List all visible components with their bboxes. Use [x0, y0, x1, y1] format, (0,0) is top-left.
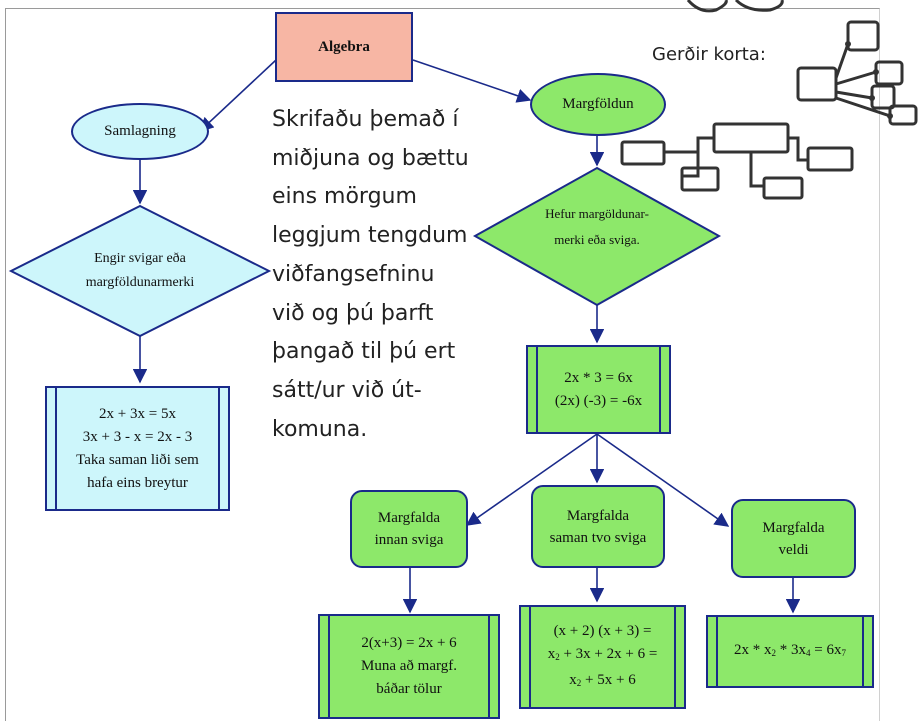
- map-types-illustration: [620, 0, 918, 200]
- margfalda-saman-line2: saman tvo sviga: [549, 529, 647, 546]
- diamond-left-line2: margföldunarmerki: [85, 275, 195, 290]
- edge-algebra-samlagning: [198, 59, 277, 132]
- instruction-line-1: Skrifaðu þemað í: [272, 107, 459, 132]
- saman-example-3-rest: + 5x + 6: [581, 671, 636, 688]
- innan-example-1: 2(x+3) = 2x + 6: [361, 635, 457, 651]
- instruction-line-6: við og þú þarft: [272, 300, 434, 326]
- margfalda-veldi-node: Margfalda veldi: [731, 499, 856, 578]
- edge-multbox-innan: [465, 433, 598, 526]
- instruction-line-5: viðfangsefninu: [272, 261, 435, 287]
- diamond-left-line1: Engir svigar eða: [94, 251, 186, 266]
- diamond-left-label: Engir svigar eða margföldunarmerki: [40, 247, 240, 295]
- edge-algebra-margfoldun: [412, 59, 532, 103]
- margfalda-innan-line2: innan sviga: [374, 532, 444, 548]
- addition-example-2: 3x + 3 - x = 2x - 3: [82, 428, 193, 445]
- veldi-example-b: * 3x: [776, 641, 807, 658]
- diamond-right-line1: Hefur margöldunar-: [545, 206, 649, 221]
- addition-example-1: 2x + 3x = 5x: [99, 405, 176, 422]
- canvas-border: [5, 8, 880, 721]
- map-type-dots: [845, 41, 893, 119]
- mult-example-2: (2x) (-3) = -6x: [554, 392, 643, 409]
- innan-examples-box: 2(x+3) = 2x + 6 Muna að margf. báðar töl…: [318, 614, 500, 719]
- margfalda-saman-line1: Margfalda: [566, 507, 630, 524]
- veldi-example-a: 2x * x: [734, 641, 772, 658]
- instruction-line-9: komuna.: [272, 416, 368, 442]
- innan-example-3: báðar tölur: [376, 681, 442, 697]
- edge-multbox-veldi: [596, 433, 730, 527]
- veldi-examples-box: 2x * x2 * 3x4 = 6x7: [706, 615, 874, 688]
- mult-example-1: 2x * 3 = 6x: [564, 369, 633, 386]
- algebra-node: Algebra: [275, 12, 413, 82]
- instruction-line-8: sátt/ur við út-: [272, 377, 422, 403]
- saman-example-3: x2 + 5x + 6: [569, 669, 635, 695]
- saman-example-2-exp: 2: [555, 651, 560, 662]
- diamond-right-label: Hefur margöldunar- merki eða sviga.: [507, 201, 687, 253]
- saman-example-3-var: x: [569, 671, 577, 688]
- addition-example-4: hafa eins breytur: [87, 474, 188, 491]
- instruction-text: Skrifaðu þemað í miðjuna og bættu eins m…: [272, 101, 487, 449]
- map-types-label: Gerðir korta:: [652, 44, 766, 65]
- margfalda-veldi-line2: veldi: [778, 541, 809, 558]
- saman-example-1: (x + 2) (x + 3) =: [553, 622, 652, 639]
- addition-examples-box: 2x + 3x = 5x 3x + 3 - x = 2x - 3 Taka sa…: [45, 386, 230, 511]
- addition-example-3: Taka saman liði sem: [76, 451, 199, 468]
- margfalda-innan-line1: Margfalda: [377, 510, 441, 526]
- diamond-right-shape: [472, 166, 722, 307]
- saman-example-3-exp: 2: [576, 677, 582, 688]
- saman-example-2-rest: + 3x + 2x + 6 =: [559, 645, 658, 662]
- diamond-left-shape: [8, 204, 272, 338]
- margfalda-saman-node: Margfalda saman tvo sviga: [531, 485, 665, 568]
- saman-examples-box: (x + 2) (x + 3) = x2 + 3x + 2x + 6 = x2 …: [519, 605, 686, 709]
- veldi-example-c-exp: 7: [841, 647, 846, 658]
- diamond-right-line2: merki eða sviga.: [554, 232, 640, 247]
- instruction-line-3: eins mörgum: [272, 184, 417, 210]
- samlagning-node: Samlagning: [71, 103, 209, 160]
- innan-example-2: Muna að margf.: [361, 658, 457, 674]
- algebra-label: Algebra: [318, 38, 370, 55]
- margfoldun-node: Margföldun: [530, 73, 666, 136]
- margfalda-veldi-line1: Margfalda: [762, 519, 825, 536]
- samlagning-label: Samlagning: [104, 123, 176, 139]
- mult-examples-box: 2x * 3 = 6x (2x) (-3) = -6x: [526, 345, 671, 434]
- veldi-example-c: = 6x: [810, 641, 842, 658]
- saman-example-2: x2 + 3x + 2x + 6 =: [548, 643, 658, 669]
- instruction-line-7: þangað til þú ert: [272, 339, 456, 365]
- veldi-example-b-exp: 4: [806, 647, 811, 658]
- instruction-line-4: leggjum tengdum: [272, 223, 468, 249]
- margfoldun-label: Margföldun: [562, 96, 634, 112]
- saman-example-2-var: x: [547, 645, 556, 662]
- margfalda-innan-node: Margfalda innan sviga: [350, 490, 468, 568]
- veldi-example-a-exp: 2: [771, 647, 777, 658]
- instruction-line-2: miðjuna og bættu: [272, 145, 469, 171]
- veldi-example: 2x * x2 * 3x4 = 6x7: [734, 639, 846, 665]
